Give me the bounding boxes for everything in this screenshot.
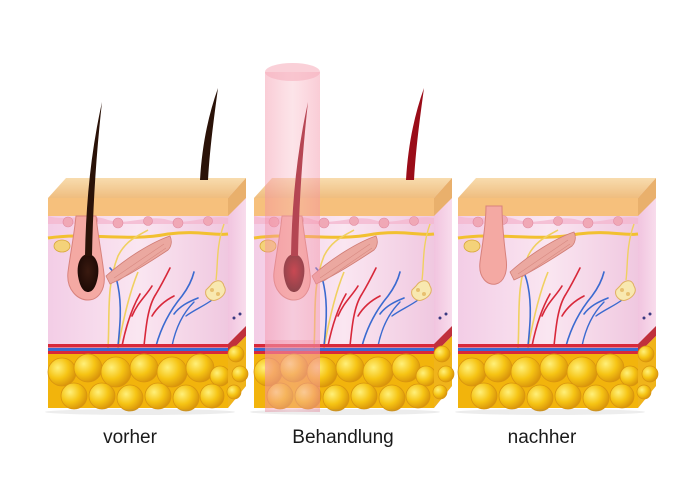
panel-after: [456, 176, 660, 413]
hair-shaft: [200, 88, 218, 180]
floor-shadow: [45, 409, 645, 415]
hair-bulb: [77, 254, 99, 292]
hair-shaft-heated: [406, 88, 424, 180]
sebaceous-gland: [53, 239, 71, 253]
label-before: vorher: [103, 427, 157, 448]
sebaceous-gland: [463, 239, 481, 253]
laser-beam: [265, 63, 320, 412]
empty-follicle: [479, 205, 507, 285]
hair-shaft: [85, 102, 102, 256]
label-treatment: Behandlung: [292, 427, 394, 448]
label-after: nachher: [507, 427, 577, 448]
panel-before: [46, 88, 250, 413]
